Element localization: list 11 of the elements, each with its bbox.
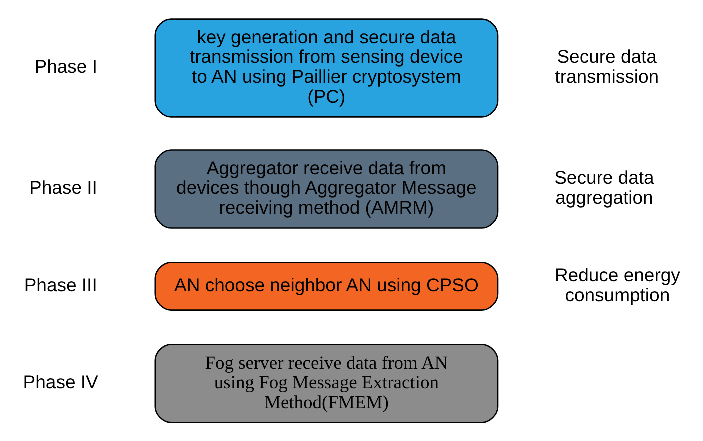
node-label: Phase IV xyxy=(23,371,98,392)
node-box: AN choose neighbor AN using CPSO xyxy=(154,262,499,310)
node-label: Secure data aggregation xyxy=(554,166,654,208)
node-label: Secure data transmission xyxy=(555,46,660,87)
node-label: Phase I xyxy=(34,56,98,77)
node-label: Phase III xyxy=(24,274,98,295)
node-box: Aggregator receive data from devices though Aggregator Message receiving method (AMRM) xyxy=(154,149,499,228)
node-box: key generation and secure data transmission from sensing device to AN using Paillier cryptosystem (PC) xyxy=(154,18,499,118)
node-label: Reduce energy consumption xyxy=(554,264,680,305)
node-box: Fog server receive data from AN using Fog Message Extraction Method(FMEM) xyxy=(154,344,499,423)
node-label: Phase II xyxy=(30,176,98,198)
